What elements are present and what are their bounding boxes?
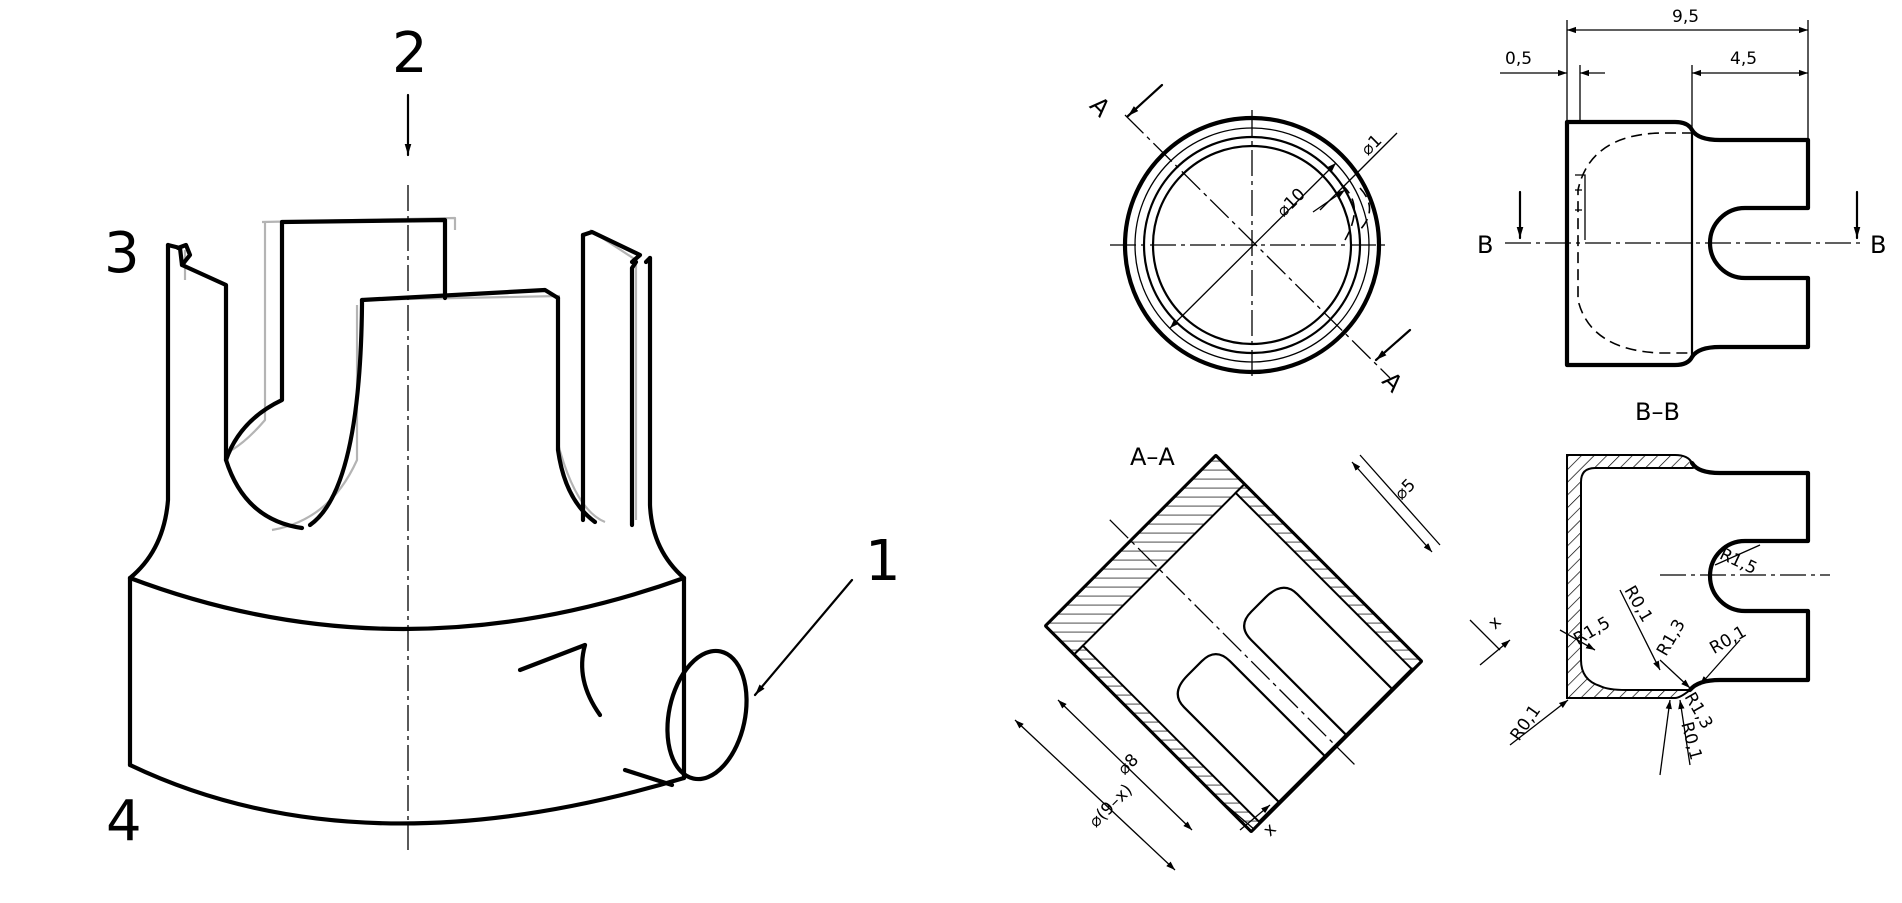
dim-9-5: 9,5 xyxy=(1672,7,1699,27)
section-bb-view xyxy=(1509,454,1830,776)
section-mark-a-top: A xyxy=(1084,91,1116,123)
callout-4: 4 xyxy=(106,789,142,854)
dim-r01-c: R0,1 xyxy=(1507,701,1546,744)
dim-4-5: 4,5 xyxy=(1730,49,1757,69)
callout-3: 3 xyxy=(104,221,140,286)
dim-r01-a: R0,1 xyxy=(1620,582,1657,626)
section-aa-view xyxy=(1044,454,1424,834)
dim-phi9x: ⌀(9–x) xyxy=(1085,780,1137,832)
dim-r15-slot: R1,5 xyxy=(1716,544,1760,579)
isometric-view xyxy=(127,185,749,850)
dim-phi10: ⌀10 xyxy=(1273,184,1310,221)
side-view xyxy=(1500,20,1865,368)
section-title-aa: A–A xyxy=(1130,443,1175,471)
dim-0-5: 0,5 xyxy=(1505,49,1532,69)
dim-phi8: ⌀8 xyxy=(1114,750,1143,779)
section-mark-a-bottom: A xyxy=(1377,366,1409,398)
callout-2: 2 xyxy=(392,21,428,86)
dim-r13-a: R1,3 xyxy=(1653,616,1690,660)
section-mark-b-left: B xyxy=(1477,231,1493,259)
callout-1: 1 xyxy=(865,529,901,594)
dim-phi5: ⌀5 xyxy=(1391,475,1420,504)
dim-x-bottom: x xyxy=(1259,819,1280,840)
section-mark-b-right: B xyxy=(1870,231,1886,259)
dim-x-top: x xyxy=(1484,612,1505,633)
dim-phi1: ⌀1 xyxy=(1357,131,1386,160)
top-view xyxy=(1110,83,1412,380)
section-title-bb: B–B xyxy=(1635,398,1680,426)
